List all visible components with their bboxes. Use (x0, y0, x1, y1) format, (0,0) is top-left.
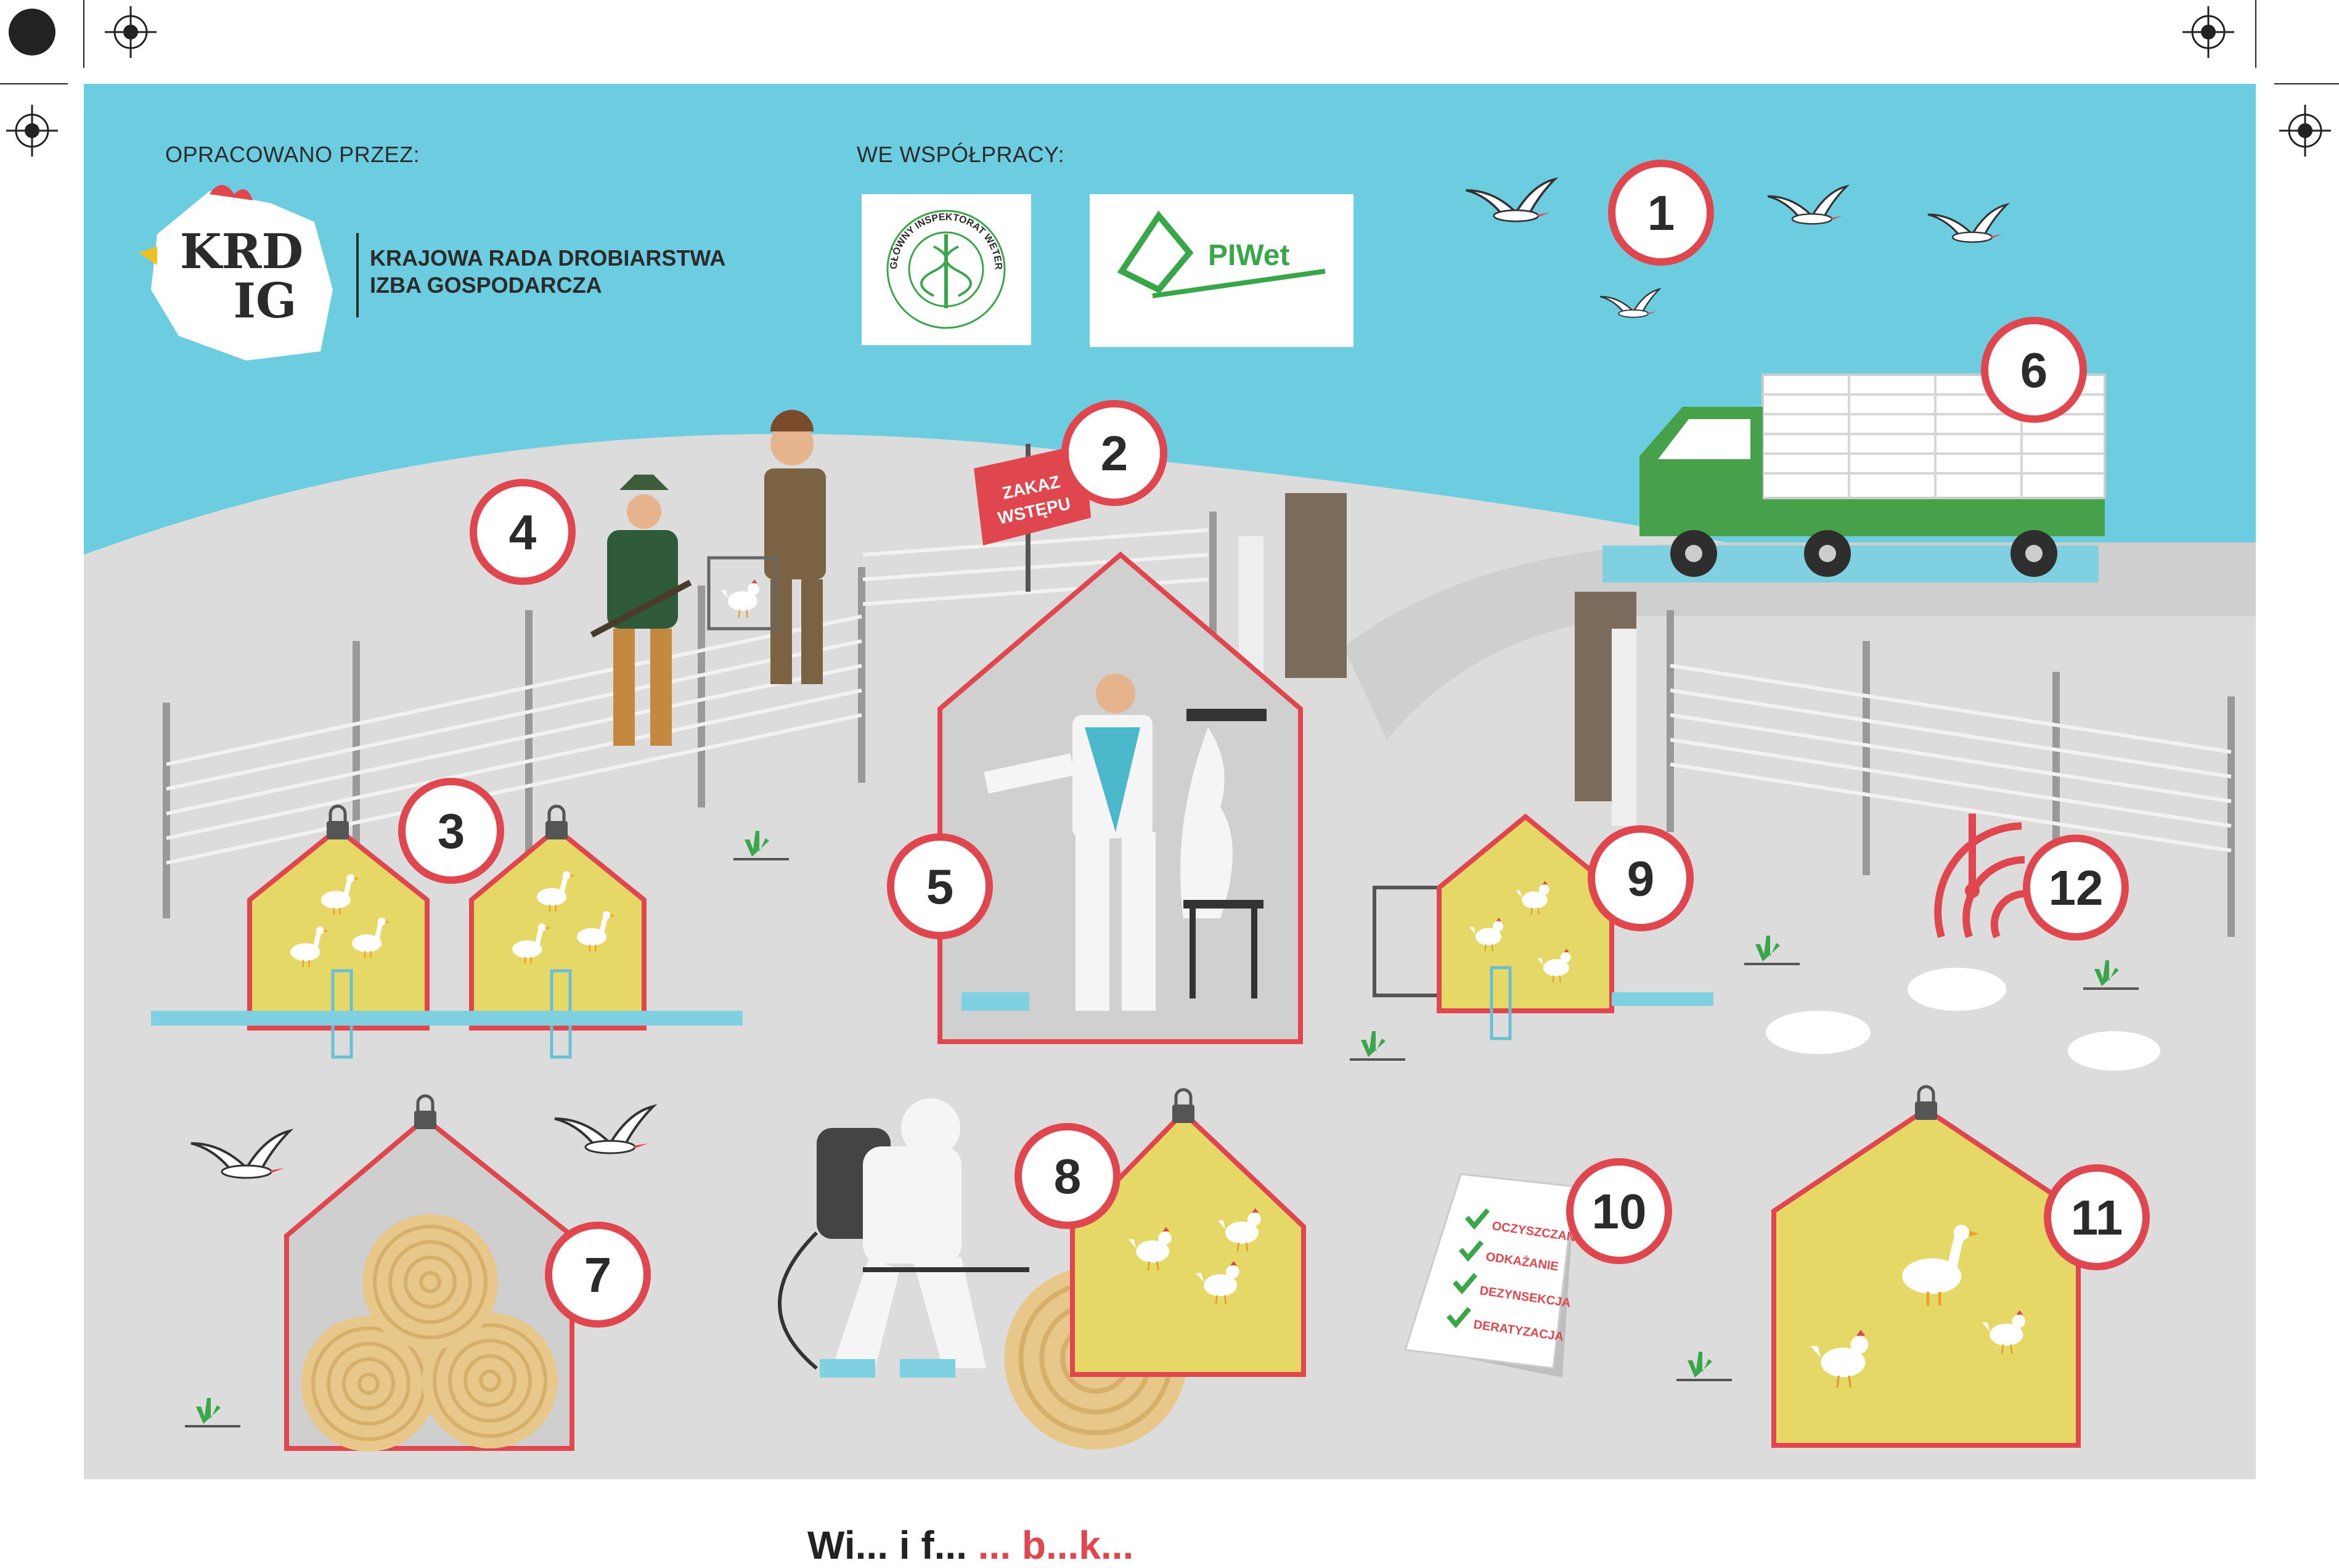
piwet-text: PIWet (1208, 239, 1289, 272)
crop-star-icon (9, 9, 55, 55)
cooperation-label: WE WSPÓŁPRACY: (857, 142, 1065, 167)
marker-10: 10 (1566, 1158, 1672, 1264)
rooster-comb-icon (210, 185, 253, 200)
barn-11 (1771, 1087, 2081, 1448)
svg-text:7: 7 (584, 1247, 612, 1302)
svg-text:4: 4 (509, 505, 537, 560)
footer-text: Wi... i f... ... b...k... (807, 1522, 1133, 1568)
marker-8: 8 (1014, 1123, 1121, 1229)
alarm-signal (1934, 814, 2025, 939)
svg-text:9: 9 (1627, 851, 1655, 906)
disinfection-worker (778, 1098, 1029, 1378)
svg-text:6: 6 (2020, 343, 2048, 398)
footer-part2: ... b...k... (978, 1523, 1134, 1567)
krd-name-line1: KRAJOWA RADA DROBIARSTWA (370, 245, 726, 271)
svg-text:11: 11 (2071, 1190, 2123, 1245)
svg-text:3: 3 (438, 804, 465, 859)
marker-5: 5 (887, 833, 993, 939)
road (1344, 542, 2256, 740)
marker-12: 12 (2023, 835, 2129, 941)
piwet-logo: PIWet (1090, 194, 1353, 347)
marker-6: 6 (1981, 317, 2087, 423)
check-icon (1464, 1208, 1490, 1230)
water-strip (151, 1011, 743, 1026)
hunter-figure (590, 475, 692, 746)
hay-barn (284, 1096, 574, 1452)
krd-text: KRD (180, 224, 303, 280)
truck (1602, 374, 2106, 582)
svg-text:5: 5 (926, 859, 954, 914)
no-entry-sign: ZAKAZ WSTĘPU (974, 444, 1091, 592)
marker-11: 11 (2044, 1164, 2150, 1270)
barn-9 (1373, 813, 1713, 1040)
barn-3b (469, 806, 647, 1059)
checklist-document: OCZYSZCZANIE ODKAŻANIE DEZYNSEKCJA DERAT… (1404, 1173, 1588, 1378)
dead-birds (1766, 968, 2160, 1071)
krd-name-line2: IZBA GOSPODARCZA (370, 272, 602, 298)
registration-marks (0, 0, 2339, 158)
marker-4: 4 (470, 479, 576, 585)
marker-9: 9 (1588, 825, 1694, 931)
check-icon (1458, 1240, 1484, 1262)
svg-text:8: 8 (1054, 1149, 1082, 1204)
ig-text: IG (233, 273, 296, 329)
barn-8 (1070, 1090, 1306, 1377)
svg-text:10: 10 (1592, 1184, 1647, 1239)
piwet-emblem-icon (1117, 210, 1194, 294)
marker-3: 3 (398, 778, 504, 884)
marker-7: 7 (545, 1222, 651, 1328)
check-icon (1446, 1307, 1472, 1329)
marker-1: 1 (1608, 160, 1714, 266)
changing-house (937, 551, 1303, 1044)
check-icon (1452, 1273, 1478, 1295)
svg-text:12: 12 (2049, 860, 2104, 915)
svg-text:2: 2 (1101, 426, 1129, 481)
footer-part1: Wi... i f... (807, 1523, 967, 1567)
callout-markers: 1 2 3 4 5 6 7 8 9 10 11 12 (398, 160, 2150, 1328)
krd-ig-logo: KRD IG (139, 185, 359, 361)
svg-text:1: 1 (1647, 186, 1675, 240)
prepared-by-label: OPRACOWANO PRZEZ: (165, 142, 420, 167)
farmer-with-cage (707, 410, 826, 684)
fence-wires (166, 528, 2232, 865)
marker-2: 2 (1061, 400, 1167, 506)
